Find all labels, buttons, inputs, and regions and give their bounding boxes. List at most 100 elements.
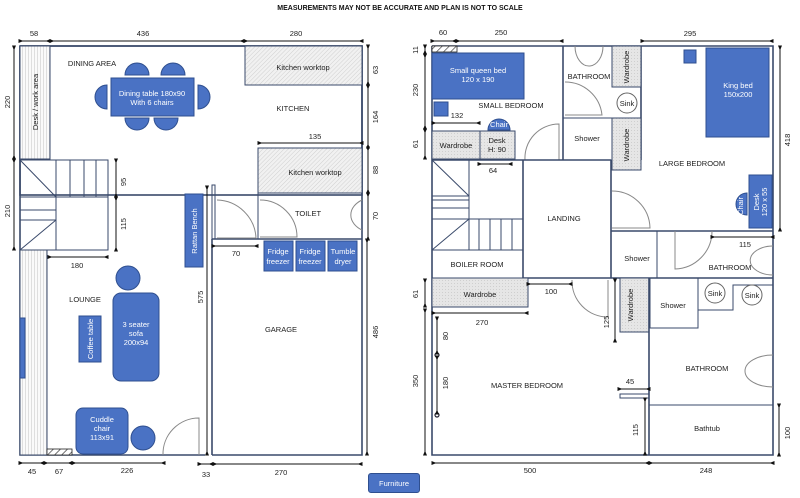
room-bathroom-1: BATHROOM — [568, 72, 611, 81]
wardrobe-label-4: Wardrobe — [464, 290, 497, 299]
dim-45: 45 — [28, 467, 36, 476]
fridge2-label-2: freezer — [298, 257, 322, 266]
staircase — [19, 159, 109, 251]
dim-11: 11 — [411, 46, 420, 54]
desk2-label-1: Desk — [752, 193, 761, 210]
dim-135: 135 — [309, 132, 322, 141]
kitchen-worktop-top — [244, 45, 363, 86]
chair-large-bedroom — [735, 192, 748, 216]
sofa-label-3: 200x94 — [124, 338, 149, 347]
shower-label-2: Shower — [624, 254, 650, 263]
ground-dimensions: 58 436 280 63 164 135 88 70 220 210 95 1… — [3, 29, 380, 479]
sink-label-1: Sink — [620, 99, 635, 108]
rattan-bench-label: Rattan Bench — [190, 208, 199, 253]
wardrobe-master-left — [431, 277, 529, 308]
dim-270: 270 — [275, 468, 288, 477]
queen-bed-label-1: Small queen bed — [450, 66, 506, 75]
bathtub-label: Bathtub — [694, 424, 720, 433]
room-lounge: LOUNGE — [69, 295, 101, 304]
dim-60: 60 — [439, 28, 447, 37]
shower-label-3: Shower — [660, 301, 686, 310]
master-door[interactable] — [571, 279, 609, 318]
dim-270-master: 270 — [476, 318, 489, 327]
dim-33: 33 — [202, 470, 210, 479]
coffee-table-label: Coffee table — [86, 319, 95, 359]
dim-436: 436 — [137, 29, 150, 38]
king-bed — [705, 47, 770, 138]
room-large-bedroom: LARGE BEDROOM — [659, 159, 725, 168]
dim-100: 100 — [545, 287, 558, 296]
dim-180: 180 — [71, 261, 84, 270]
fridge2-label-1: Fridge — [299, 247, 320, 256]
bedside-table-small — [433, 101, 449, 117]
sofa-label-1: 3 seater — [122, 320, 150, 329]
bathroom-partition — [619, 393, 650, 399]
room-dining-area: DINING AREA — [68, 59, 116, 68]
sink-label-3: Sink — [745, 291, 760, 300]
bedroom-vent — [431, 45, 458, 53]
garage-door[interactable] — [216, 199, 257, 239]
sink-label-2: Sink — [708, 289, 723, 298]
dim-132: 132 — [451, 111, 464, 120]
fridge1-label-2: freezer — [266, 257, 290, 266]
dining-table-label-1: Dining table 180x90 — [119, 89, 185, 98]
desk-area-label: Desk / work area — [31, 73, 40, 130]
dim-115-master: 115 — [631, 424, 640, 436]
sofa-label-2: sofa — [129, 329, 144, 338]
cuddle-label-1: Cuddle — [90, 415, 114, 424]
bath1-door[interactable] — [564, 81, 603, 116]
dim-95: 95 — [119, 178, 128, 186]
toilet-door[interactable] — [259, 199, 298, 238]
bath3-toilet — [744, 354, 774, 388]
dim-45-master: 45 — [626, 377, 634, 386]
large-bedroom-door[interactable] — [611, 190, 651, 229]
wardrobe-label-3: Wardrobe — [622, 129, 631, 162]
wardrobe-small-bedroom — [431, 130, 481, 160]
fridge-freezer-1: Fridge freezer — [263, 240, 294, 272]
bath2-door[interactable] — [674, 230, 713, 270]
desk-label-1: Desk — [488, 136, 505, 145]
small-queen-bed — [431, 52, 525, 100]
dining-table-label-2: With 6 chairs — [130, 98, 174, 107]
toilet-bowl — [350, 199, 363, 231]
shower-label-1: Shower — [574, 134, 600, 143]
dim-80: 80 — [441, 332, 450, 340]
disclaimer-title: MEASUREMENTS MAY NOT BE ACCURATE AND PLA… — [277, 5, 523, 12]
small-bedroom-door[interactable] — [524, 123, 560, 161]
window-marker-1 — [434, 352, 440, 358]
furniture-legend: Furniture — [368, 473, 420, 493]
dim-100-bathtub: 100 — [783, 427, 792, 440]
side-pouf — [130, 425, 156, 451]
lounge-door[interactable] — [162, 417, 200, 456]
dim-61-bottom: 61 — [411, 290, 420, 298]
fridge-freezer-2: Fridge freezer — [295, 240, 326, 272]
first-floor: Wardrobe Wardrobe Sink Shower Small quee… — [411, 28, 792, 475]
dim-486: 486 — [371, 326, 380, 339]
wardrobe-bath-bottom — [611, 117, 642, 171]
bathtub — [648, 404, 774, 456]
outer-wall-right — [20, 45, 363, 456]
lounge-vent — [46, 448, 73, 456]
dim-61-top: 61 — [411, 140, 420, 148]
dim-226: 226 — [121, 466, 134, 475]
dim-230: 230 — [411, 84, 420, 97]
room-garage: GARAGE — [265, 325, 297, 334]
dim-58: 58 — [30, 29, 38, 38]
lounge-pouf — [115, 265, 141, 291]
wardrobe-label-5: Wardrobe — [626, 289, 635, 322]
rattan-bench — [184, 193, 204, 268]
room-bathroom-3: BATHROOM — [686, 364, 729, 373]
sink-2 — [704, 282, 726, 304]
dryer-label-2: dryer — [334, 257, 352, 266]
desk-large-bedroom — [748, 174, 773, 229]
dim-418: 418 — [783, 134, 792, 147]
room-landing: LANDING — [547, 214, 581, 223]
bath1-toilet — [574, 45, 604, 67]
room-boiler: BOILER ROOM — [451, 260, 504, 269]
sink-3 — [741, 284, 763, 306]
desk-small-bedroom — [479, 130, 516, 160]
dim-500: 500 — [524, 466, 537, 475]
dining-table-set: Dining table 180x90 With 6 chairs — [94, 62, 211, 131]
desk-work-area — [19, 45, 51, 160]
